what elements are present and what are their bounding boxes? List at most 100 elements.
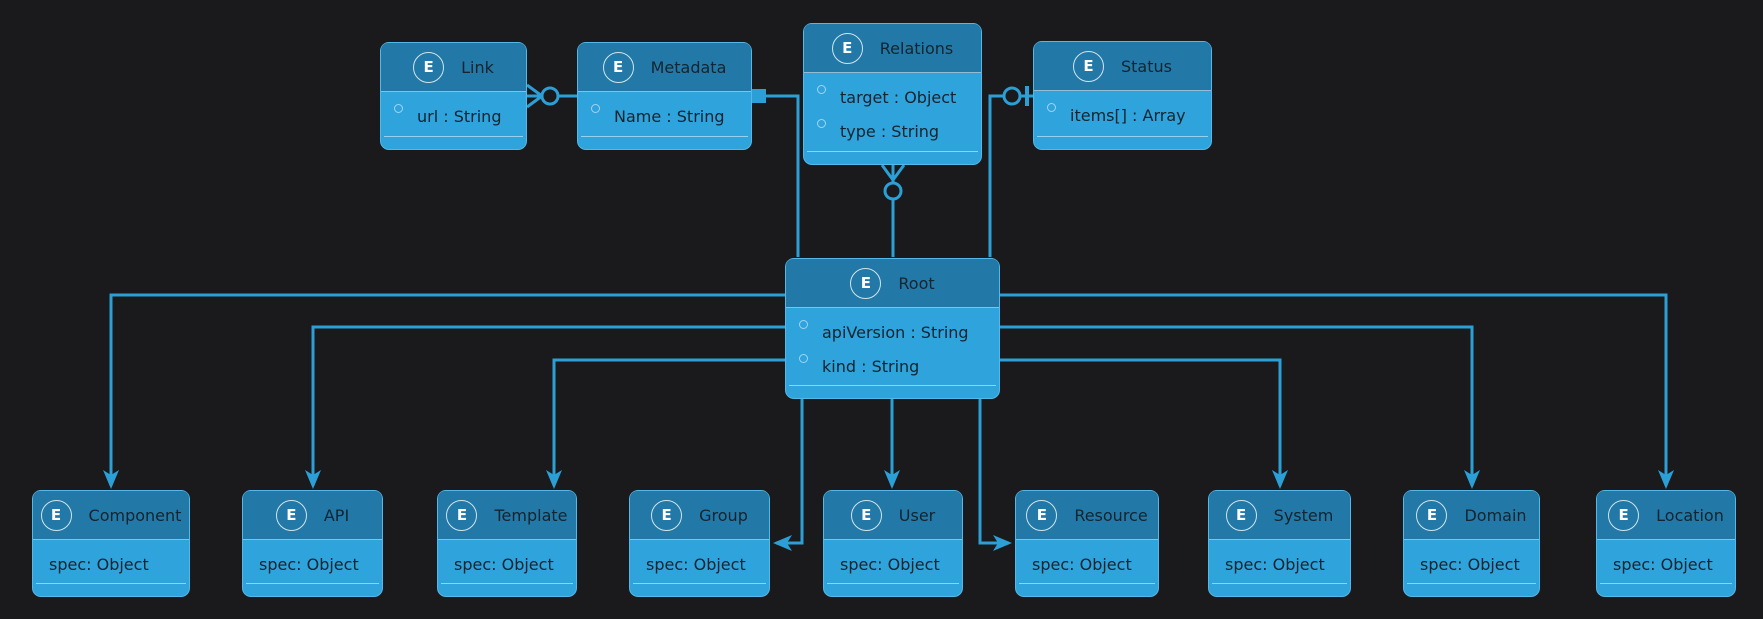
attribute-row: spec: Object: [1016, 547, 1158, 581]
entity-type-badge-icon: E: [40, 499, 72, 531]
attribute-bullet-icon: [591, 104, 600, 113]
entity-footer: [441, 583, 573, 596]
entity-api: E API spec: Object: [242, 490, 383, 597]
entity-header: E Relations: [804, 24, 981, 73]
entity-name: Resource: [1074, 505, 1148, 525]
attribute-text: apiVersion : String: [822, 322, 969, 342]
attribute-text: items[] : Array: [1070, 105, 1186, 125]
entity-footer: [1019, 583, 1155, 596]
entity-type-badge-icon: E: [275, 499, 307, 531]
entity-footer: [246, 583, 379, 596]
entity-name: Domain: [1464, 505, 1527, 525]
entity-name: Group: [699, 505, 748, 525]
entity-attributes: spec: Object: [33, 540, 189, 583]
entity-type-badge-icon: E: [1073, 50, 1104, 82]
entity-header: E API: [243, 491, 382, 540]
entity-attributes: spec: Object: [1404, 540, 1539, 583]
entity-footer: [789, 385, 996, 398]
edge-root-system: [1000, 358, 1288, 489]
entity-name: Relations: [879, 38, 954, 58]
edge-relations-root: [880, 164, 906, 257]
entity-name: Template: [494, 505, 568, 525]
edge-status-root: [988, 86, 1033, 257]
entity-footer: [807, 151, 978, 164]
attribute-row: apiVersion : String: [786, 315, 999, 349]
attribute-text: spec: Object: [259, 554, 359, 574]
entity-attributes: spec: Object: [438, 540, 576, 583]
entity-header: E Status: [1034, 42, 1211, 91]
edge-root-resource: [978, 399, 1012, 551]
entity-attributes: url : String: [381, 92, 526, 136]
attribute-row: spec: Object: [630, 547, 769, 581]
attribute-row: spec: Object: [1209, 547, 1350, 581]
entity-name: Metadata: [650, 57, 727, 77]
attribute-row: target : Object: [804, 80, 981, 114]
attribute-text: spec: Object: [646, 554, 746, 574]
zero-circle-icon: [540, 86, 560, 106]
attribute-row: spec: Object: [1404, 547, 1539, 581]
entity-attributes: items[] : Array: [1034, 91, 1211, 136]
edge-root-api: [305, 325, 785, 489]
edge-root-location: [1000, 293, 1674, 489]
attribute-row: kind : String: [786, 349, 999, 383]
entity-header: E Domain: [1404, 491, 1539, 540]
attribute-bullet-icon: [799, 320, 808, 329]
attribute-bullet-icon: [817, 119, 826, 128]
attribute-bullet-icon: [817, 85, 826, 94]
attribute-text: url : String: [417, 106, 502, 126]
entity-type-badge-icon: E: [602, 51, 634, 83]
entity-footer: [384, 136, 523, 149]
entity-header: E Root: [786, 259, 999, 308]
entity-status: E Status items[] : Array: [1033, 41, 1212, 150]
edge-link-metadata: [526, 83, 577, 109]
one-square-icon: [752, 89, 766, 103]
attribute-text: spec: Object: [1613, 554, 1713, 574]
entity-type-badge-icon: E: [1416, 499, 1448, 531]
entity-footer: [827, 583, 959, 596]
entity-header: E Template: [438, 491, 576, 540]
entity-name: API: [323, 505, 350, 525]
edge-root-component: [103, 293, 785, 489]
entity-type-badge-icon: E: [446, 499, 478, 531]
attribute-text: spec: Object: [1225, 554, 1325, 574]
attribute-row: spec: Object: [33, 547, 189, 581]
entity-type-badge-icon: E: [850, 267, 882, 299]
entity-attributes: spec: Object: [1597, 540, 1735, 583]
attribute-bullet-icon: [1047, 103, 1056, 112]
entity-name: Root: [898, 273, 935, 293]
entity-name: Status: [1121, 56, 1172, 76]
entity-attributes: spec: Object: [630, 540, 769, 583]
attribute-row: spec: Object: [438, 547, 576, 581]
attribute-row: spec: Object: [824, 547, 962, 581]
entity-type-badge-icon: E: [1225, 499, 1257, 531]
attribute-row: spec: Object: [1597, 547, 1735, 581]
entity-attributes: apiVersion : String kind : String: [786, 308, 999, 385]
attribute-text: kind : String: [822, 356, 920, 376]
entity-attributes: spec: Object: [1016, 540, 1158, 583]
attribute-text: spec: Object: [1420, 554, 1520, 574]
entity-template: E Template spec: Object: [437, 490, 577, 597]
entity-domain: E Domain spec: Object: [1403, 490, 1540, 597]
entity-name: Link: [461, 57, 494, 77]
entity-relations: E Relations target : Object type : String: [803, 23, 982, 165]
crowfoot-many-icon: [880, 164, 906, 181]
edge-root-group: [773, 399, 804, 551]
attribute-row: type : String: [804, 114, 981, 148]
edge-metadata-root: [752, 89, 800, 257]
attribute-text: spec: Object: [49, 554, 149, 574]
attribute-text: spec: Object: [840, 554, 940, 574]
entity-header: E Metadata: [578, 43, 751, 92]
entity-type-badge-icon: E: [831, 32, 863, 64]
attribute-text: target : Object: [840, 87, 957, 107]
entity-name: User: [898, 505, 936, 525]
